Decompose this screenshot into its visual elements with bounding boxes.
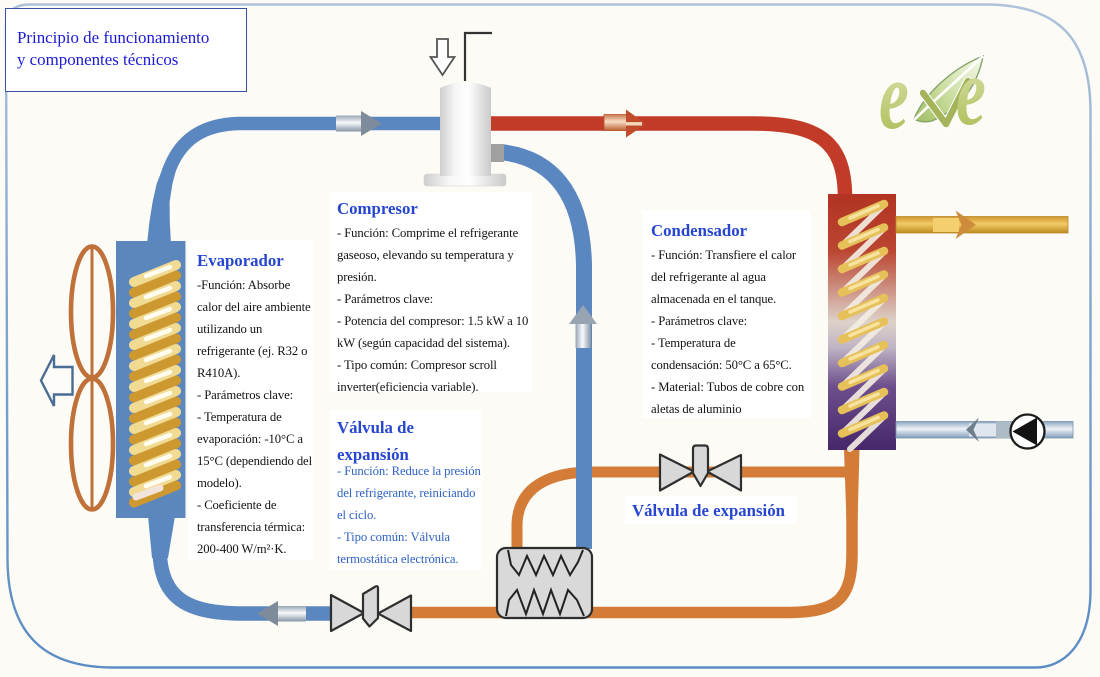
svg-text:e: e: [956, 38, 986, 145]
svg-text:e: e: [879, 42, 909, 149]
